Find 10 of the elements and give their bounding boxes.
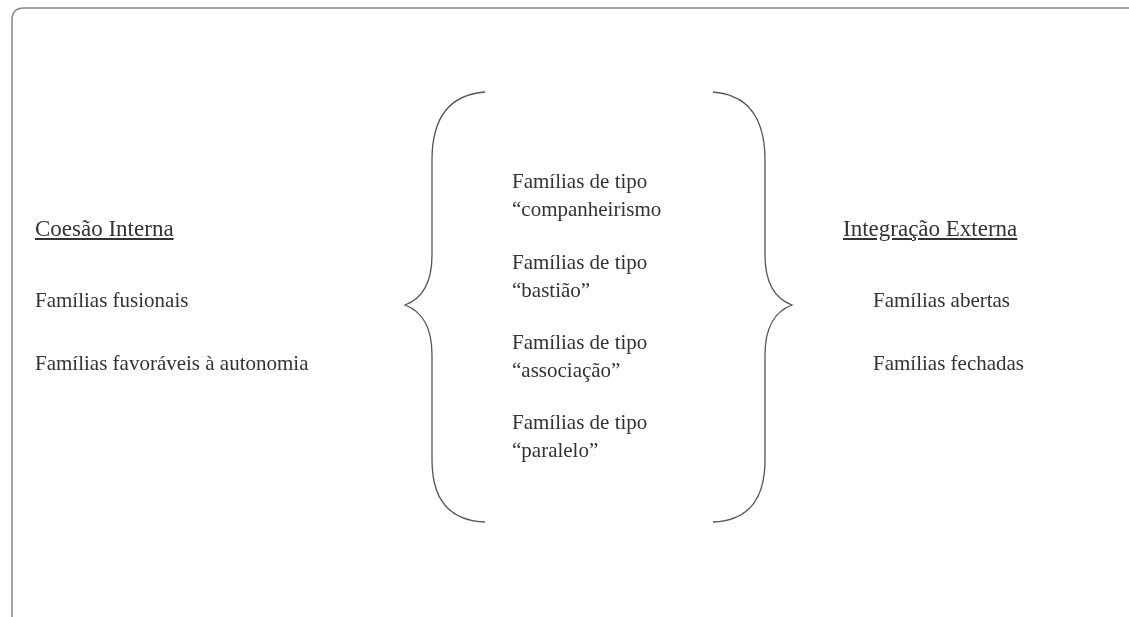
family-type-text: Famílias abertas: [873, 287, 1011, 314]
family-type-text: Famílias de tipo “bastião”: [512, 249, 649, 304]
family-type-text: Famílias fusionais: [35, 287, 189, 314]
family-type-text: Famílias favoráveis à autonomia: [35, 350, 309, 377]
family-type-text: Famílias de tipo “associação”: [512, 329, 649, 384]
family-type-text: Famílias de tipo “companheirismo: [512, 168, 663, 223]
family-type-text: Famílias fechadas: [873, 350, 1025, 377]
column-heading: Coesão Interna: [35, 215, 174, 243]
family-type-text: Famílias de tipo “paralelo”: [512, 409, 649, 464]
column-heading: Integração Externa: [843, 215, 1018, 243]
